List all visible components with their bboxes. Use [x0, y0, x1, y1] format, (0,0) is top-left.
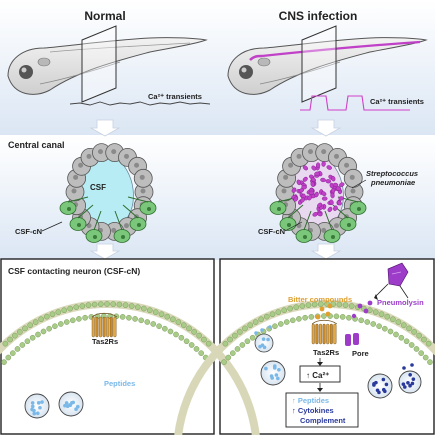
ca-label-left: Ca²⁺ transients: [148, 92, 202, 101]
arrow-down-left-2: [89, 243, 121, 260]
calcium-label: ↑ Ca²⁺: [306, 371, 329, 380]
tas2r-receptor-normal: [91, 312, 118, 338]
pneumolysin: [351, 262, 409, 319]
neuron-membrane-normal: [0, 300, 260, 435]
central-canal-title: Central canal: [8, 140, 65, 150]
bitter-compounds-label: Bitter compounds: [288, 295, 352, 304]
peptide-vesicles-normal: [24, 391, 84, 419]
central-canal-infected: [269, 143, 367, 243]
bacteria-pointer: [351, 179, 367, 189]
vesicles-infection: [254, 325, 422, 399]
calcium-trace-normal: [69, 101, 211, 106]
arrow-down-left-1: [89, 119, 121, 137]
ca-label-right: Ca²⁺ transients: [370, 97, 424, 106]
csfcn-label-right: CSF-cN: [258, 227, 285, 236]
calcium-trace-infection: [300, 95, 410, 111]
arrowhead-receptor-to-ca: [317, 362, 323, 366]
complement-label: Complement: [300, 416, 346, 425]
cytokines-up-label: ↑ Cytokines: [292, 406, 334, 415]
csfcn-pointer-right: [284, 221, 303, 232]
middle-band: [0, 135, 435, 260]
csfcn-pointer-left: [41, 221, 63, 232]
neuron-membrane-infection: [174, 300, 435, 435]
pore: [345, 333, 359, 346]
csf-label: CSF: [90, 183, 106, 192]
bacteria-label-line2: pneumoniae: [370, 178, 415, 187]
bitter-compounds: [315, 303, 333, 320]
infection-title: CNS infection: [279, 9, 358, 23]
outputs-box: [285, 392, 359, 428]
bacteria-label-line1: Streptococcus: [366, 169, 418, 178]
pore-label: Pore: [352, 349, 369, 358]
pneumolysin-label: Pneumolysin: [377, 298, 424, 307]
csf-cn-title: CSF contacting neuron (CSF-cN): [8, 266, 140, 276]
tas2r-receptor-infection: [311, 319, 338, 345]
csfcn-label-left: CSF-cN: [15, 227, 42, 236]
peptides-label-left: Peptides: [104, 379, 135, 388]
tas2r-label-left: Tas2Rs: [92, 337, 118, 346]
normal-title: Normal: [84, 9, 125, 23]
peptides-up-label: ↑ Peptides: [292, 396, 329, 405]
arrow-down-right-1: [310, 119, 342, 137]
tas2r-label-right: Tas2Rs: [313, 348, 339, 357]
zebrafish-larva-infected: [227, 25, 428, 103]
arrow-down-right-2: [310, 243, 342, 260]
central-canal-normal: [59, 143, 157, 243]
arrowhead-ca-to-outputs: [317, 388, 323, 392]
zebrafish-larva-normal: [7, 25, 208, 103]
